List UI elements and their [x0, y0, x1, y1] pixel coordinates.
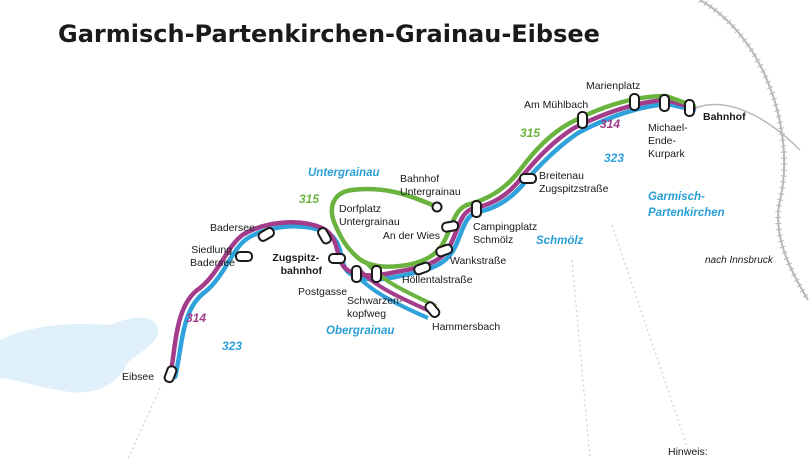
stop-marker-marienplatz[interactable] [629, 93, 640, 111]
stop-label-hoellentalstrasse: Höllentalstraße [402, 274, 473, 286]
stop-label-schwarzenkopfweg: Schwarzen- kopfweg [347, 295, 405, 320]
route-315-spur [364, 260, 437, 308]
stop-marker-eibsee[interactable] [163, 365, 178, 384]
stop-marker-zugspitzbahnhof[interactable] [317, 227, 333, 245]
route-label-323-west: 323 [222, 339, 242, 353]
route-315-line [329, 93, 697, 269]
stop-label-michael-ende: Michael- Ende- Kurpark [648, 122, 691, 160]
lake-eibsee [0, 317, 159, 393]
dotted-guides [127, 224, 691, 459]
stop-marker-am-muehlbach[interactable] [577, 111, 588, 129]
stop-marker-breitenau[interactable] [519, 173, 537, 184]
stop-label-an-der-wies: An der Wies [383, 230, 440, 242]
route-label-323-east: 323 [604, 151, 624, 165]
stop-label-bahnhof-untergrainau: Bahnhof Untergrainau [400, 173, 461, 198]
note-nach-innsbruck: nach Innsbruck [705, 255, 774, 266]
map-title: Garmisch-Partenkirchen-Grainau-Eibsee [58, 20, 600, 48]
stop-marker-hoellentalstrasse[interactable] [413, 261, 432, 276]
stop-label-siedlung-badersee: Siedlung Badersee [190, 244, 235, 269]
stop-label-eibsee: Eibsee [122, 371, 154, 383]
stop-label-wankstrasse: Wankstraße [450, 255, 506, 267]
stop-marker-campingplatz[interactable] [471, 200, 482, 218]
stop-marker-badersee[interactable] [257, 227, 275, 243]
route-314-spur [356, 266, 433, 314]
stop-label-campingplatz: Campingplatz Schmölz [473, 221, 540, 246]
stop-label-postgasse: Postgasse [298, 286, 347, 298]
stop-marker-michael-ende[interactable] [659, 94, 670, 112]
stop-marker-wankstrasse[interactable] [435, 243, 454, 258]
stop-label-dorfplatz: Dorfplatz Untergrainau [339, 203, 400, 228]
stop-marker-bahnhof[interactable] [684, 99, 695, 117]
stop-label-hammersbach: Hammersbach [432, 321, 500, 333]
stop-marker-an-der-wies[interactable] [441, 220, 460, 233]
stop-label-zugspitzbahnhof: Zugspitz- bahnhof [272, 252, 322, 277]
stop-label-bahnhof: Bahnhof [703, 111, 746, 123]
railway-line [694, 0, 811, 302]
stop-marker-schwarzenkopfweg-a[interactable] [351, 265, 362, 283]
stop-marker-siedlung-badersee[interactable] [235, 251, 253, 262]
route-label-315-west: 315 [299, 192, 319, 206]
route-323-line [172, 101, 697, 380]
stop-markers [163, 93, 695, 384]
stop-label-marienplatz: Marienplatz [586, 80, 640, 92]
place-obergrainau: Obergrainau [326, 325, 394, 337]
route-314-line [167, 97, 697, 379]
stop-marker-hammersbach[interactable] [424, 301, 441, 319]
place-untergrainau: Untergrainau [308, 167, 380, 179]
stop-label-badersee: Badersee [210, 222, 255, 234]
stop-marker-schwarzenkopfweg-b[interactable] [371, 265, 382, 283]
route-label-315-east: 315 [520, 126, 540, 140]
place-schmoelz: Schmölz [536, 235, 584, 247]
route-label-314-east: 314 [600, 117, 620, 131]
stop-marker-postgasse[interactable] [328, 253, 346, 264]
place-garmisch-partenkirchen: Garmisch- Partenkirchen [648, 191, 725, 219]
route-label-314-west: 314 [186, 311, 206, 325]
note-hinweis: Hinweis: [668, 446, 708, 458]
stop-label-am-muehlbach: Am Mühlbach [524, 99, 588, 111]
stop-label-breitenau: Breitenau Zugspitzstraße [539, 170, 609, 195]
stop-marker-bahnhof-untergrainau[interactable] [431, 201, 443, 213]
